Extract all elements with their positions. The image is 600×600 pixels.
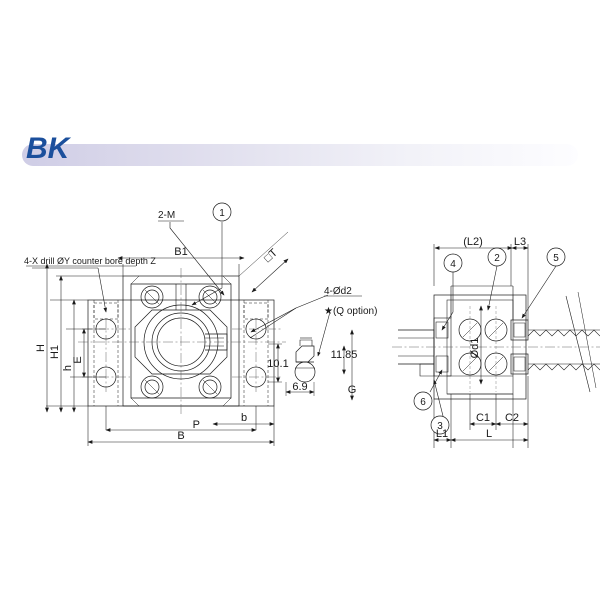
- balloon-1: [212, 202, 232, 222]
- front-view-leaders: [32, 222, 331, 357]
- dim-B: B: [177, 430, 184, 442]
- dim-P: P: [193, 419, 200, 431]
- dim-L3: L3: [514, 236, 526, 248]
- balloon-label-1: 1: [219, 208, 225, 219]
- side-view-centerline: [392, 306, 600, 392]
- front-view-dimensions: [45, 231, 354, 446]
- balloon-label-5: 5: [553, 253, 559, 264]
- front-view-centerlines: [78, 268, 286, 414]
- dim-H: H: [35, 344, 47, 352]
- dim-d1: Ød1: [469, 338, 481, 359]
- dim-C1: C1: [476, 412, 490, 424]
- dim-h: h: [62, 365, 74, 371]
- dim-L1: L1: [436, 428, 448, 440]
- dim-b: b: [241, 412, 247, 424]
- dim-L: L: [486, 428, 492, 440]
- side-view-balloons: [413, 247, 566, 435]
- dim-11-85: 11.85: [331, 349, 358, 361]
- dim-6-9: 6.9: [292, 381, 307, 393]
- side-view-leaders: [429, 265, 557, 417]
- corner-bolt-holes: [140, 285, 222, 399]
- balloon-label-2: 2: [494, 253, 500, 264]
- note-grease-holes: 4-Ød2: [324, 286, 352, 297]
- dim-L2: (L2): [463, 236, 483, 248]
- balloon-label-6: 6: [420, 397, 426, 408]
- note-counterbore: 4-X drill ØY counter bore depth Z: [24, 256, 156, 266]
- side-view-body: [398, 285, 600, 400]
- page-title: BK: [26, 132, 70, 165]
- dim-B1: B1: [174, 246, 187, 258]
- dim-H1: H1: [49, 345, 61, 359]
- grease-nipple: [294, 337, 316, 383]
- dim-C2: C2: [505, 412, 519, 424]
- note-q-option: ★(Q option): [324, 306, 377, 317]
- header-gradient-bar: [22, 144, 578, 166]
- dim-G: G: [348, 384, 357, 396]
- dim-10-1: 10.1: [267, 358, 288, 370]
- note-tapped-holes: 2-M: [158, 210, 175, 221]
- balloon-label-4: 4: [450, 259, 456, 270]
- balloon-label-3: 3: [437, 421, 443, 432]
- dim-T: □T: [262, 247, 280, 265]
- dim-E: E: [72, 356, 84, 363]
